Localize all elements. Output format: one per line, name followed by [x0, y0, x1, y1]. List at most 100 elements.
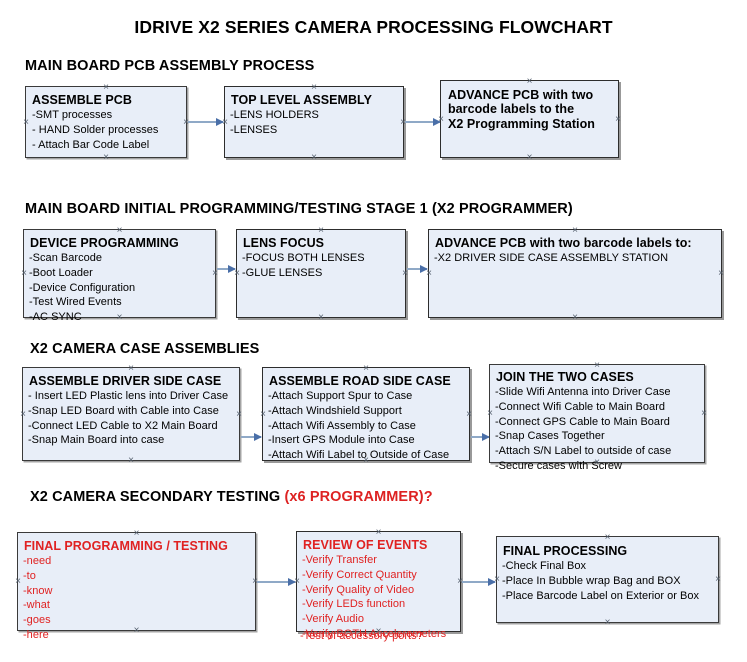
- section-heading-main-board-initial-programming-testing-stage-1: MAIN BOARD INITIAL PROGRAMMING/TESTING S…: [25, 201, 573, 217]
- connection-handle-right[interactable]: [714, 575, 723, 584]
- node-line: -Connect GPS Cable to Main Board: [495, 415, 670, 428]
- node-line: -Insert GPS Module into Case: [268, 434, 415, 447]
- node-final-processing[interactable]: FINAL PROCESSING -Check Final Box -Place…: [496, 536, 719, 623]
- node-device-programming[interactable]: DEVICE PROGRAMMING -Scan Barcode -Boot L…: [20, 226, 216, 323]
- connection-handle-right[interactable]: [235, 410, 244, 419]
- connection-handle-bottom[interactable]: [593, 458, 602, 467]
- connection-handle-top[interactable]: [525, 77, 534, 86]
- connection-handle-top[interactable]: [603, 533, 612, 542]
- connection-handle-left[interactable]: [22, 118, 31, 127]
- node-line: - Insert LED Plastic lens into Driver Ca…: [28, 390, 229, 403]
- node-line: -Verify Transfer: [302, 554, 377, 567]
- node-assemble-road-side-case[interactable]: ASSEMBLE ROAD SIDE CASE -Attach Support …: [262, 367, 470, 461]
- connection-handle-left[interactable]: [437, 115, 446, 124]
- node-title: ADVANCE PCB with two barcode labels to:: [435, 236, 692, 250]
- node-line: -Connect Wifi Cable to Main Board: [495, 401, 666, 413]
- node-advance-pcb-to-x2-programming-station[interactable]: ADVANCE PCB with two barcode labels to t…: [440, 80, 619, 158]
- node-title: ASSEMBLE DRIVER SIDE CASE: [29, 374, 222, 388]
- node-line: -Scan Barcode: [29, 252, 103, 265]
- connection-handle-bottom[interactable]: [132, 626, 141, 635]
- node-join-the-two-cases[interactable]: JOIN THE TWO CASES -Slide Wifi Antenna i…: [486, 361, 705, 472]
- connection-handle-bottom[interactable]: [603, 618, 612, 627]
- node-line: -to: [23, 570, 36, 582]
- connection-handle-bottom[interactable]: [362, 456, 371, 465]
- node-line: -need: [23, 555, 52, 568]
- arrow-head-icon: [482, 432, 490, 441]
- connection-handle-top[interactable]: [374, 528, 383, 537]
- connection-handle-right[interactable]: [211, 269, 220, 278]
- connection-handle-top[interactable]: [132, 529, 141, 538]
- connection-handle-left[interactable]: [233, 269, 242, 278]
- connection-handle-left[interactable]: [20, 269, 29, 278]
- node-line: -GLUE LENSES: [242, 267, 323, 279]
- node-top-level-assembly[interactable]: TOP LEVEL ASSEMBLY -LENS HOLDERS -LENSES: [224, 86, 404, 158]
- node-line: -LENS HOLDERS: [230, 109, 319, 122]
- node-advance-pcb-to-driver-side-case-assembly-station[interactable]: ADVANCE PCB with two barcode labels to: …: [428, 229, 722, 318]
- connection-handle-top[interactable]: [115, 226, 124, 235]
- connection-handle-left[interactable]: [259, 410, 268, 419]
- connection-handle-top[interactable]: [310, 83, 319, 92]
- node-title: LENS FOCUS: [243, 236, 325, 250]
- section-heading-main-board-pcb-assembly-process: MAIN BOARD PCB ASSEMBLY PROCESS: [25, 58, 314, 74]
- node-line: -Slide Wifi Antenna into Driver Case: [495, 386, 671, 399]
- node-line: -Check Final Box: [502, 560, 587, 573]
- connection-handle-bottom[interactable]: [127, 456, 136, 465]
- node-line: -know: [23, 584, 53, 597]
- section-heading-x2-camera-case-assemblies: X2 CAMERA CASE ASSEMBLIES: [30, 341, 259, 357]
- node-line: -Place In Bubble wrap Bag and BOX: [502, 575, 681, 587]
- connection-handle-right[interactable]: [401, 269, 410, 278]
- connection-handle-right[interactable]: [717, 269, 726, 278]
- connection-handle-top[interactable]: [317, 226, 326, 235]
- connection-handle-right[interactable]: [700, 409, 709, 418]
- connection-handle-top[interactable]: [127, 364, 136, 373]
- section-heading-x2-camera-secondary-testing: X2 CAMERA SECONDARY TESTING (x6 PROGRAMM…: [30, 489, 433, 505]
- node-title: ASSEMBLE ROAD SIDE CASE: [269, 374, 451, 388]
- connection-handle-top[interactable]: [593, 361, 602, 370]
- connection-handle-left[interactable]: [425, 269, 434, 278]
- connection-handle-left[interactable]: [14, 577, 23, 586]
- node-line: - Attach Bar Code Label: [32, 138, 150, 151]
- connection-handle-left[interactable]: [19, 410, 28, 419]
- node-line: -Boot Loader: [29, 267, 93, 279]
- connection-handle-top[interactable]: [571, 226, 580, 235]
- section-heading-text: X2 CAMERA SECONDARY TESTING: [30, 489, 285, 505]
- section-heading-accent: (x6 PROGRAMMER)?: [284, 489, 433, 505]
- connection-handle-top[interactable]: [362, 364, 371, 373]
- connection-handle-bottom[interactable]: [310, 153, 319, 162]
- connection-handle-bottom[interactable]: [102, 153, 111, 162]
- section-heading-text: X2 CAMERA CASE ASSEMBLIES: [30, 341, 260, 357]
- node-lens-focus[interactable]: LENS FOCUS -FOCUS BOTH LENSES -GLUE LENS…: [236, 229, 406, 318]
- node-line-overflow: -Test of accessory ports?: [300, 630, 423, 643]
- connection-handle-bottom[interactable]: [115, 313, 124, 322]
- node-line: -X2 DRIVER SIDE CASE ASSEMBLY STATION: [434, 252, 669, 265]
- connection-handle-left[interactable]: [293, 577, 302, 586]
- connection-handle-bottom[interactable]: [317, 313, 326, 322]
- node-title-line-2: barcode labels to the: [448, 102, 575, 117]
- connector-driver-side-to-road-side: [241, 432, 262, 441]
- connection-handle-bottom[interactable]: [571, 313, 580, 322]
- node-final-programming-testing[interactable]: FINAL PROGRAMMING / TESTING -need -to -k…: [14, 529, 256, 641]
- node-assemble-driver-side-case[interactable]: ASSEMBLE DRIVER SIDE CASE - Insert LED P…: [22, 367, 240, 461]
- node-line: -FOCUS BOTH LENSES: [242, 252, 365, 265]
- section-heading-text: MAIN BOARD PCB ASSEMBLY PROCESS: [25, 58, 315, 74]
- connector-assemble-pcb-to-top-level-assembly: [188, 117, 224, 126]
- node-assemble-pcb[interactable]: ASSEMBLE PCB -SMT processes - HAND Solde…: [25, 86, 187, 158]
- node-line: -SMT processes: [32, 109, 113, 122]
- connection-handle-left[interactable]: [221, 118, 230, 127]
- connection-handle-right[interactable]: [614, 115, 623, 124]
- node-line: -goes: [23, 613, 51, 626]
- connection-handle-top[interactable]: [102, 83, 111, 92]
- connection-handle-right[interactable]: [465, 410, 474, 419]
- connector-review-of-events-to-final-processing: [462, 577, 496, 586]
- node-line: -Verify Correct Quantity: [302, 569, 417, 581]
- connector-road-side-to-join-cases: [471, 432, 490, 441]
- node-line: -Snap Cases Together: [495, 430, 605, 443]
- connection-handle-bottom[interactable]: [525, 153, 534, 162]
- connection-handle-left[interactable]: [486, 409, 495, 418]
- node-line: -Place Barcode Label on Exterior or Box: [502, 589, 700, 602]
- node-line: -Connect LED Cable to X2 Main Board: [28, 419, 218, 432]
- connection-handle-bottom[interactable]: [374, 627, 383, 636]
- connection-handle-left[interactable]: [493, 575, 502, 584]
- node-review-of-events[interactable]: REVIEW OF EVENTS -Verify Transfer -Verif…: [293, 528, 461, 642]
- connector-top-level-assembly-to-advance-pcb: [405, 117, 441, 126]
